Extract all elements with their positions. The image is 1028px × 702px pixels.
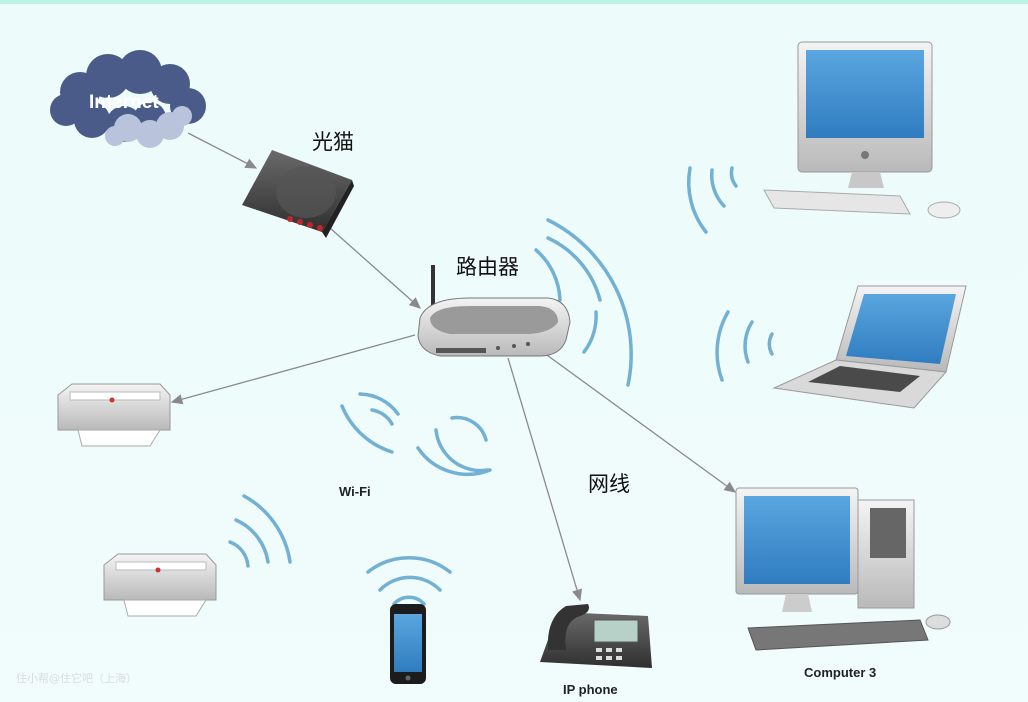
link-router-computer3 xyxy=(539,349,737,493)
wifi-waves xyxy=(228,166,774,606)
wifi-label: Wi-Fi xyxy=(339,484,371,499)
router-icon xyxy=(417,265,571,357)
modem-icon xyxy=(242,150,354,238)
smartphone-icon xyxy=(390,604,426,684)
internet-label: Internet xyxy=(89,92,159,113)
modem-label: 光猫 xyxy=(312,130,354,154)
connector-lines xyxy=(170,132,737,602)
ip-phone-label: IP phone xyxy=(563,682,618,697)
laptop-icon xyxy=(772,285,967,409)
internet-cloud-icon xyxy=(50,50,206,148)
cable-label: 网线 xyxy=(588,472,630,496)
computer3-icon xyxy=(735,487,951,651)
link-router-ipphone xyxy=(507,357,583,602)
computer3-label: Computer 3 xyxy=(804,665,877,680)
router-label: 路由器 xyxy=(456,255,519,279)
printer-icon xyxy=(57,383,171,447)
printer-icon xyxy=(103,553,217,617)
watermark: 住小帮@住它吧（上海） xyxy=(16,672,137,685)
link-internet-modem xyxy=(187,132,258,169)
link-modem-router xyxy=(329,227,421,309)
ip-phone-icon xyxy=(540,604,652,668)
desktop-computer-icon xyxy=(763,41,961,219)
link-router-printer xyxy=(170,334,416,405)
